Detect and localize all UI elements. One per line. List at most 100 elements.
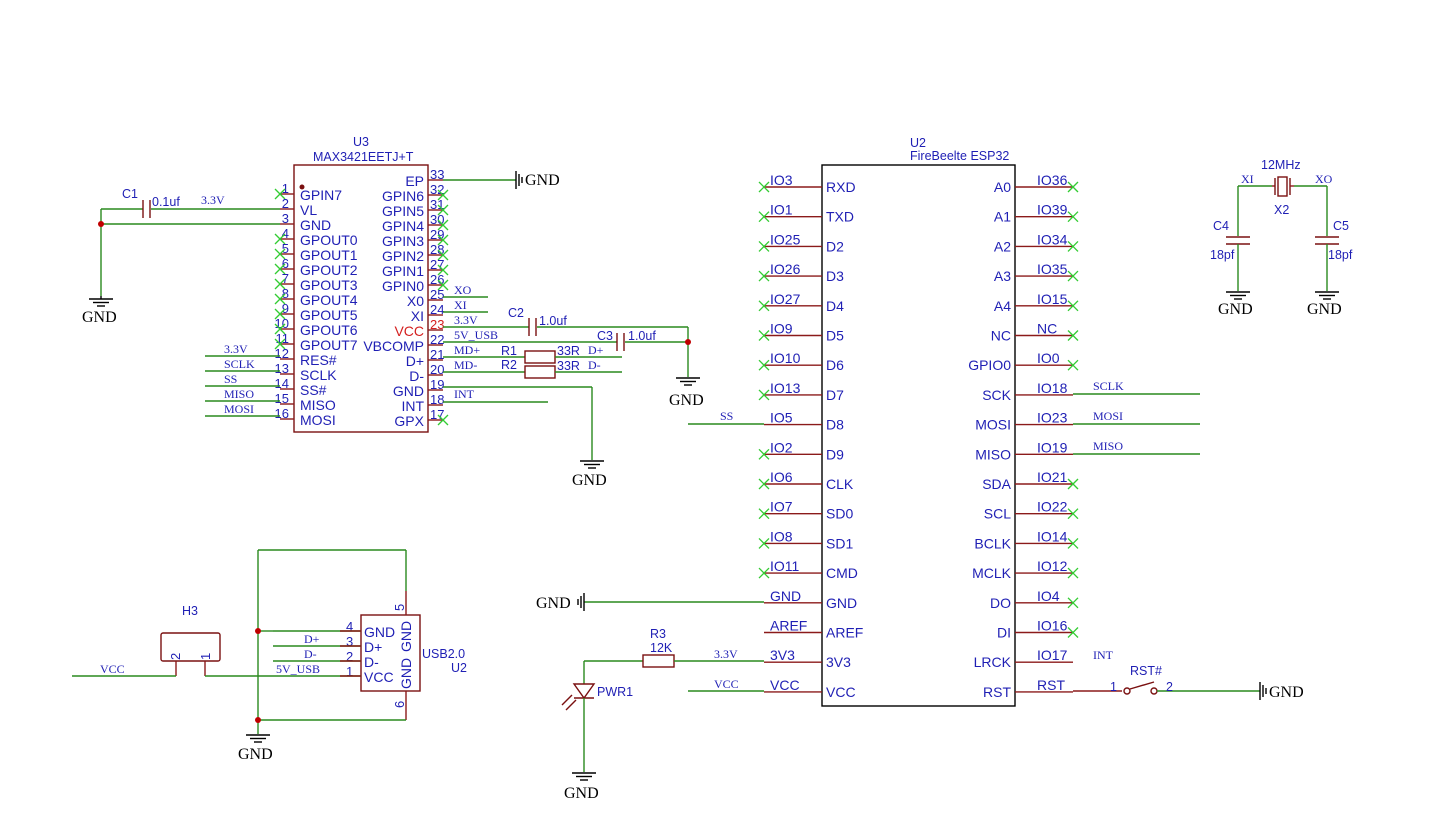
no-connect-icon xyxy=(274,248,286,260)
u3-pin-name: GPX xyxy=(394,413,424,429)
u2-pin-net: IO6 xyxy=(770,469,793,485)
led-icon xyxy=(572,683,596,700)
no-connect-icon xyxy=(437,264,449,276)
u3-pin-number: 20 xyxy=(430,362,444,377)
u3-pin-number: 13 xyxy=(275,361,289,376)
u3-pin-name: GPIN7 xyxy=(300,187,342,203)
net-3v3-vcc: 3.3V xyxy=(454,313,478,327)
pwr1-ref: PWR1 xyxy=(597,685,633,699)
x2-xi: XI xyxy=(1241,172,1254,186)
u3-ref: U3 xyxy=(353,135,369,149)
no-connect-icon xyxy=(274,323,286,335)
gnd-label-ep: GND xyxy=(525,172,560,189)
u3-pin-name: MOSI xyxy=(300,412,336,428)
u2-pin-name: D4 xyxy=(826,298,844,314)
u2-pin-net: IO2 xyxy=(770,439,793,455)
gnd-label: GND xyxy=(1269,684,1304,701)
no-connect-icon xyxy=(274,233,286,245)
gnd-label: GND xyxy=(572,472,607,489)
net-ss: SS xyxy=(720,409,733,423)
u2-pin-name: SCL xyxy=(984,506,1011,522)
gnd-label: GND xyxy=(82,309,117,326)
crystal-x2: 12MHz X2 XI XO C4 18pf C5 18pf GND xyxy=(1210,158,1353,318)
u3-pin-name: RES# xyxy=(300,352,337,368)
usb-gnd-top: GND xyxy=(398,621,414,652)
u3-pin-name: GPOUT7 xyxy=(300,337,358,353)
u3-pin-name: VCC xyxy=(394,323,424,339)
gnd-label: GND xyxy=(536,595,571,612)
junction xyxy=(255,717,261,723)
header-h3: H3 2 1 VCC xyxy=(72,604,273,677)
u2-right-pins: IO36A0IO39A1IO34A2IO35A3IO15A4NCNCIO0GPI… xyxy=(968,172,1079,700)
u2-pin-net: IO17 xyxy=(1037,647,1068,663)
u2-pin-net: IO16 xyxy=(1037,618,1068,634)
r1-body xyxy=(524,350,556,364)
usb-connector: USB2.0 U2 GND D+ D- VCC 4 3 2 1 D+ D- 5V… xyxy=(238,549,467,763)
c4-ref: C4 xyxy=(1213,219,1229,233)
no-connect-icon xyxy=(437,189,449,201)
u3-pin-name: GPOUT2 xyxy=(300,262,358,278)
u3-pin-number: 15 xyxy=(275,391,289,406)
usb-pin2-num: 2 xyxy=(346,649,353,664)
no-connect-icon xyxy=(1067,627,1079,638)
gnd-symbol: GND xyxy=(1307,291,1342,318)
u3-pin-number: 1 xyxy=(282,181,289,196)
u3-right-nets: GND XO XI C2 1.0uf 3.3V C3 1.0uf 5V_USB … xyxy=(443,171,704,489)
u2-pin-name: D9 xyxy=(826,446,844,462)
u2-pin-net: IO11 xyxy=(770,558,800,574)
x2-value: 12MHz xyxy=(1261,158,1301,172)
u2-pin-name: AREF xyxy=(826,625,863,641)
net-md-minus: MD- xyxy=(454,358,477,372)
switch-contact xyxy=(1150,687,1158,695)
u3-pin-name: GPOUT6 xyxy=(300,322,358,338)
net-label-miso: MISO xyxy=(224,387,254,401)
u2-pin-net: IO12 xyxy=(1037,558,1068,574)
no-connect-icon xyxy=(1067,211,1079,223)
u3-pin-name: XI xyxy=(411,308,424,324)
u2-pin-name: TXD xyxy=(826,209,854,225)
net-label-3v3: 3.3V xyxy=(224,342,248,356)
usb-body xyxy=(360,614,421,692)
u2-pin-name: MCLK xyxy=(972,565,1012,581)
u2-pin-name: 3V3 xyxy=(826,654,851,670)
u3-pin-number: 25 xyxy=(430,287,444,302)
u3-pin-name: SS# xyxy=(300,382,327,398)
u2-pin-net: IO19 xyxy=(1037,439,1068,455)
u2-pin-name: A4 xyxy=(994,298,1011,314)
u2-external-nets: SS SCLK MOSI MISO INT GND R3 12K 3.3V PW… xyxy=(536,379,1304,802)
u3-pin-name: SCLK xyxy=(300,367,337,383)
usb-ref: U2 xyxy=(451,661,467,675)
junction xyxy=(255,628,261,634)
r2-value: 33R xyxy=(557,359,580,373)
u3-right-pins: 33EP32GPIN631GPIN530GPIN429GPIN328GPIN22… xyxy=(363,167,449,429)
u2-pin-net: IO35 xyxy=(1037,261,1068,277)
rst-pin1: 1 xyxy=(1110,680,1117,694)
u3-left-nets: 3.3V SCLK SS MISO MOSI xyxy=(205,342,280,417)
u2-pin-net: IO39 xyxy=(1037,202,1068,218)
u3-pin-name: MISO xyxy=(300,397,336,413)
u3-pin-number: 9 xyxy=(282,301,289,316)
c5-ref: C5 xyxy=(1333,219,1349,233)
no-connect-icon xyxy=(758,537,770,549)
u2-pin-net: IO10 xyxy=(770,350,801,366)
no-connect-icon xyxy=(758,330,770,341)
gnd-label: GND xyxy=(669,392,704,409)
u2-pin-name: NC xyxy=(991,328,1011,344)
r1-value: 33R xyxy=(557,344,580,358)
u2-pin-name: D8 xyxy=(826,417,844,433)
u2-pin-net: IO0 xyxy=(1037,350,1060,366)
usb-pin1-num: 1 xyxy=(346,664,353,679)
u3-pin-number: 21 xyxy=(430,347,444,362)
u2-pin-name: MISO xyxy=(975,446,1011,462)
u3-pin-name: GND xyxy=(393,383,424,399)
usb-pin2-name: D- xyxy=(364,654,379,670)
u2-pin-name: BCLK xyxy=(974,535,1011,551)
no-connect-icon xyxy=(437,219,449,231)
u2-pin-net: IO13 xyxy=(770,380,801,396)
no-connect-icon xyxy=(274,338,286,350)
u3-pin-name: EP xyxy=(405,173,424,189)
u2-pin-name: SD1 xyxy=(826,535,853,551)
usb-pin3-name: D+ xyxy=(364,639,382,655)
u3-pin-number: 3 xyxy=(282,211,289,226)
